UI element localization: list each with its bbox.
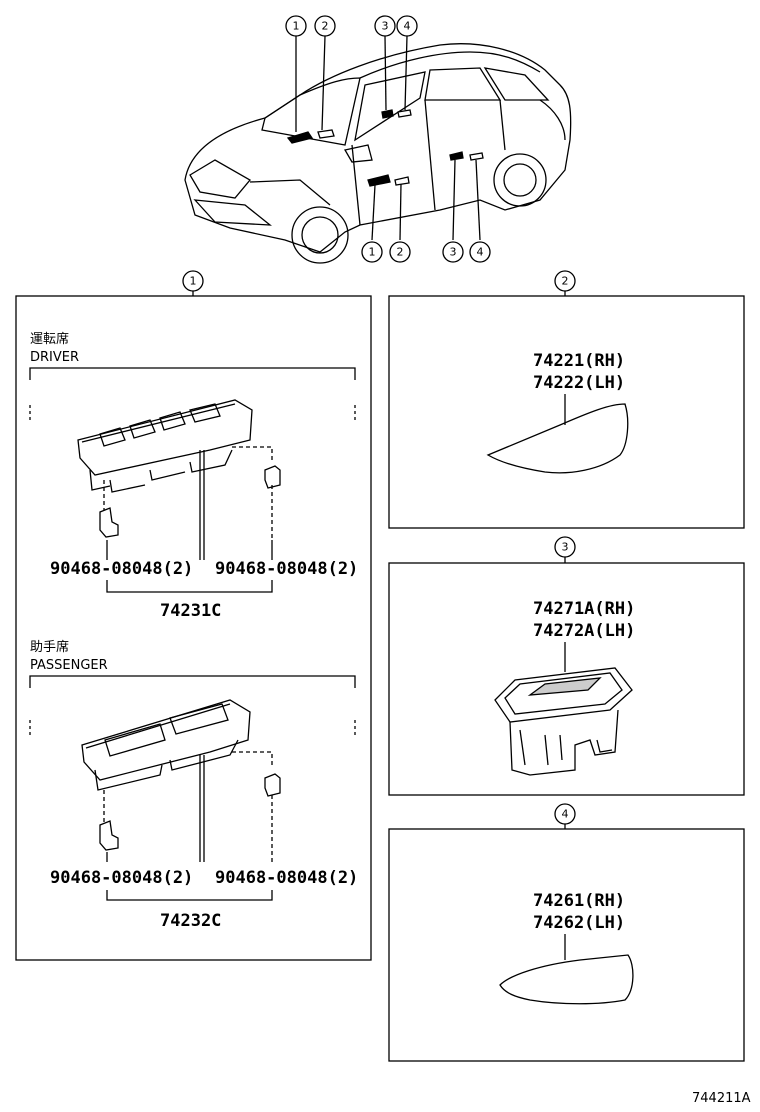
callout-4-bottom: 4 <box>469 241 491 263</box>
passenger-clip-left-drawing <box>99 820 119 851</box>
svg-text:1: 1 <box>369 246 376 259</box>
passenger-label-jp: 助手席 <box>30 639 69 655</box>
callout-1-bottom: 1 <box>361 241 383 263</box>
panel-3-callout: 3 <box>554 536 576 558</box>
car-callouts: 1 2 3 4 1 2 3 4 <box>285 15 491 263</box>
passenger-clip-right-drawing <box>264 773 281 797</box>
passenger-clip-right-part: 90468-08048(2) <box>215 868 358 888</box>
panel-3: 3 74271A(RH) 74272A(LH) <box>388 536 745 796</box>
callout-4-top: 4 <box>396 15 418 37</box>
panel-4-part-lh: 74262(LH) <box>533 913 625 933</box>
callout-3-top: 3 <box>374 15 396 37</box>
callout-1-top: 1 <box>285 15 307 37</box>
svg-text:3: 3 <box>382 20 389 33</box>
driver-switch-drawing <box>77 399 253 493</box>
panel-2-callout: 2 <box>554 270 576 292</box>
passenger-switch-part: 74232C <box>160 911 221 931</box>
svg-text:1: 1 <box>293 20 300 33</box>
svg-text:4: 4 <box>404 20 411 33</box>
callout-3-bottom: 3 <box>442 241 464 263</box>
driver-clip-right-part: 90468-08048(2) <box>215 559 358 579</box>
driver-clip-left-drawing <box>99 507 119 538</box>
svg-text:4: 4 <box>562 808 569 821</box>
panel-1-callout: 1 <box>182 270 204 292</box>
svg-text:3: 3 <box>450 246 457 259</box>
driver-switch-part: 74231C <box>160 601 221 621</box>
figure-reference: 744211A <box>692 1091 751 1106</box>
driver-clip-right-drawing <box>264 465 281 489</box>
callout-2-bottom: 2 <box>389 241 411 263</box>
panel-4-callout: 4 <box>554 803 576 825</box>
callout-2-top: 2 <box>314 15 336 37</box>
svg-text:2: 2 <box>562 275 569 288</box>
svg-text:1: 1 <box>190 275 197 288</box>
driver-clip-left-part: 90468-08048(2) <box>50 559 193 579</box>
driver-label-jp: 運転席 <box>30 331 69 347</box>
svg-text:4: 4 <box>477 246 484 259</box>
panel-2-cover-drawing <box>486 403 629 474</box>
svg-text:2: 2 <box>322 20 329 33</box>
passenger-label-en: PASSENGER <box>30 658 108 673</box>
panel-2-part-lh: 74222(LH) <box>533 373 625 393</box>
car-illustration <box>184 35 572 264</box>
panel-4-part-rh: 74261(RH) <box>533 891 625 911</box>
passenger-clip-left-part: 90468-08048(2) <box>50 868 193 888</box>
svg-text:2: 2 <box>397 246 404 259</box>
svg-text:3: 3 <box>562 541 569 554</box>
panel-3-part-rh: 74271A(RH) <box>533 599 635 619</box>
passenger-switch-drawing <box>81 699 251 791</box>
panel-3-part-lh: 74272A(LH) <box>533 621 635 641</box>
panel-2: 2 74221(RH) 74222(LH) <box>388 270 745 529</box>
panel-1: 1 運転席 DRIVER 90468-08048(2) 90468-08048(… <box>15 270 372 961</box>
panel-3-switch-drawing <box>494 667 633 776</box>
driver-label-en: DRIVER <box>30 350 79 365</box>
panel-4-cover-drawing <box>499 954 634 1005</box>
panel-2-part-rh: 74221(RH) <box>533 351 625 371</box>
panel-4: 4 74261(RH) 74262(LH) <box>388 803 745 1062</box>
